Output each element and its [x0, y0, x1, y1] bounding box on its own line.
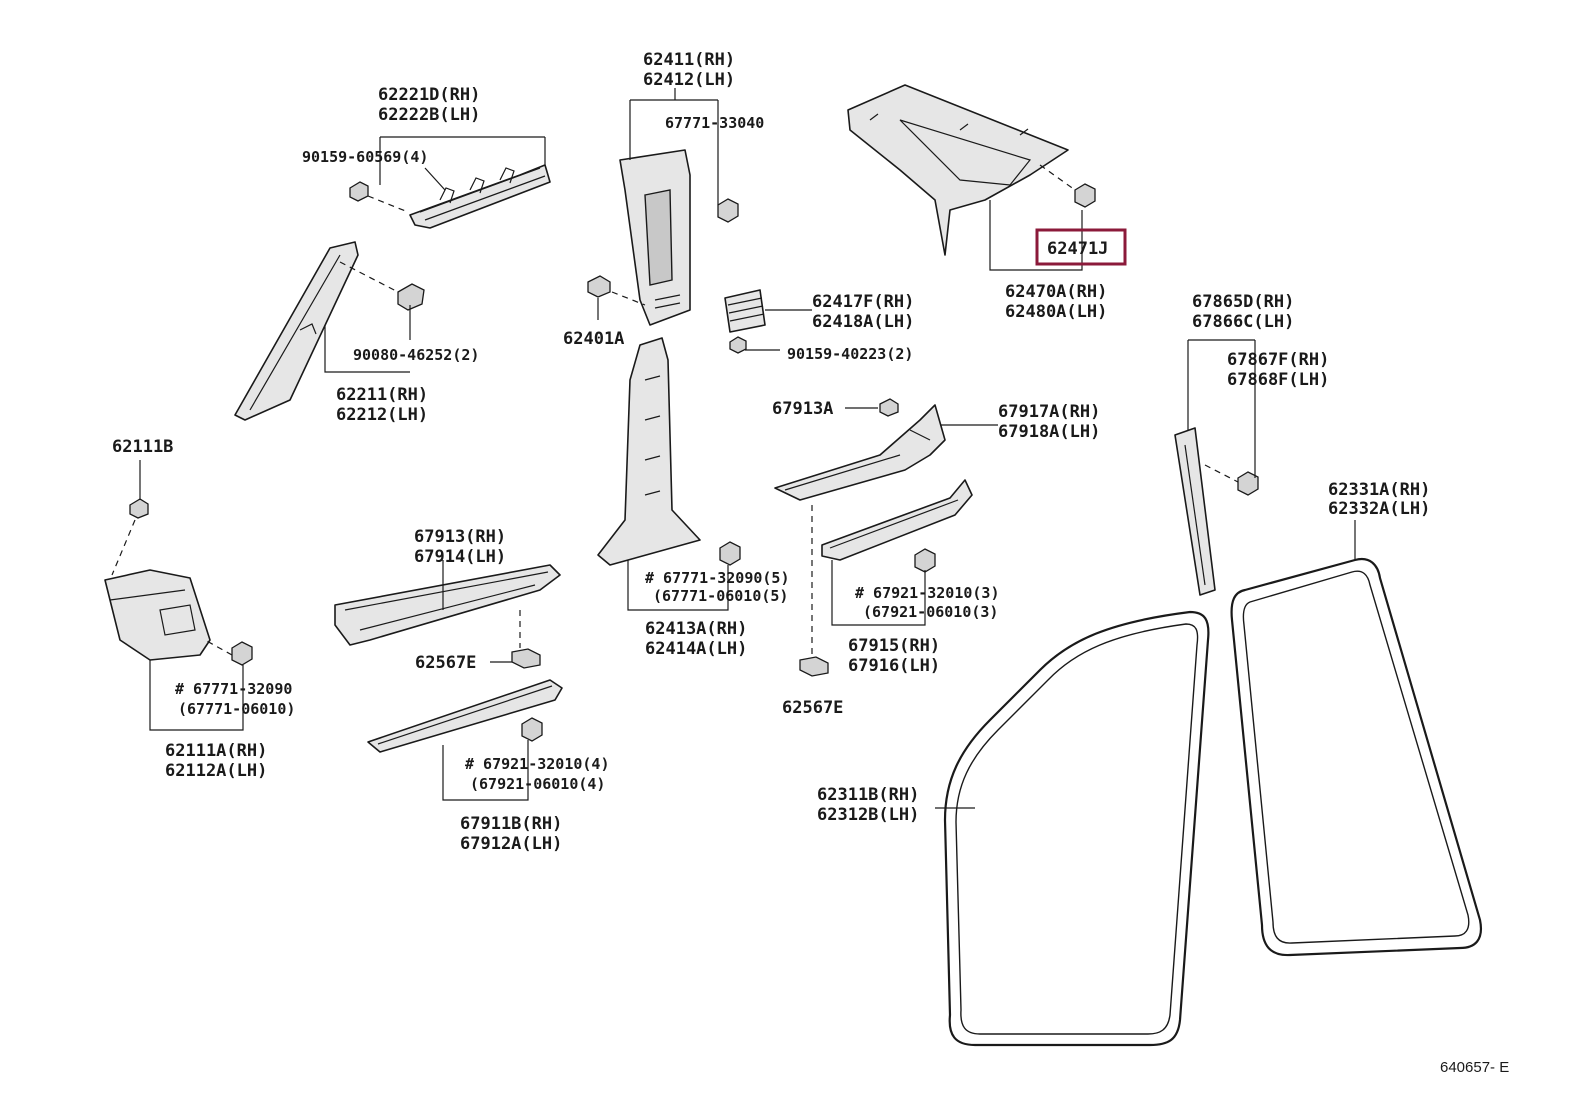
label-62212: 62212(LH) — [336, 405, 428, 425]
diagram-id: 640657- E — [1440, 1059, 1509, 1076]
label-62311B: 62311B(RH) — [817, 785, 919, 805]
label-62417F: 62417F(RH) — [812, 292, 914, 312]
label-67771-06010-a: (67771-06010) — [178, 700, 295, 718]
roof-side-garnish-part — [847, 84, 1096, 256]
label-67913: 67913(RH) — [414, 527, 506, 547]
center-pillar-upper-garnish-part — [587, 149, 739, 326]
label-67913A: 67913A — [772, 399, 833, 419]
label-90159-60569: 90159-60569(4) — [302, 148, 428, 166]
label-67921-06010-a: (67921-06010(3) — [863, 603, 998, 621]
label-62471J: 62471J — [1047, 239, 1108, 259]
label-67917A: 67917A(RH) — [998, 402, 1100, 422]
label-62332A: 62332A(LH) — [1328, 499, 1430, 519]
label-62480A: 62480A(LH) — [1005, 302, 1107, 322]
front-pillar-garnish-part — [234, 241, 425, 421]
center-pillar-lower-garnish-part — [597, 337, 741, 566]
front-scuff-plate-part — [334, 564, 561, 669]
label-62418A: 62418A(LH) — [812, 312, 914, 332]
quarter-pillar-garnish-part — [1174, 427, 1259, 596]
rear-scuff-plate-part — [774, 398, 946, 501]
pillar-retainer-part — [724, 289, 766, 354]
highlight-box — [1035, 228, 1127, 266]
label-62414A: 62414A(LH) — [645, 639, 747, 659]
label-62112A: 62112A(LH) — [165, 761, 267, 781]
label-67771-33040: 67771-33040 — [665, 114, 764, 132]
part-labels: 62221D(RH) 62222B(LH) 90159-60569(4) 900… — [112, 50, 1430, 854]
label-62331A: 62331A(RH) — [1328, 480, 1430, 500]
label-67921-06010-b: (67921-06010(4) — [470, 775, 605, 793]
label-67918A: 67918A(LH) — [998, 422, 1100, 442]
label-62567E-b: 62567E — [782, 698, 843, 718]
label-67865D: 67865D(RH) — [1192, 292, 1294, 312]
label-67921-32010-b: # 67921-32010(4) — [465, 755, 610, 773]
label-67771-32090-a: # 67771-32090 — [175, 680, 292, 698]
label-62567E-a: 62567E — [415, 653, 476, 673]
front-door-scuff-plate-part — [367, 679, 563, 753]
label-62312B: 62312B(LH) — [817, 805, 919, 825]
label-62211: 62211(RH) — [336, 385, 428, 405]
label-67912A: 67912A(LH) — [460, 834, 562, 854]
label-90080-46252: 90080-46252(2) — [353, 346, 479, 364]
label-67916: 67916(LH) — [848, 656, 940, 676]
label-67911B: 67911B(RH) — [460, 814, 562, 834]
label-67867F: 67867F(RH) — [1227, 350, 1329, 370]
label-62111A: 62111A(RH) — [165, 741, 267, 761]
label-62221D: 62221D(RH) — [378, 85, 480, 105]
cowl-side-trim-part — [104, 498, 253, 666]
label-67771-06010-b: (67771-06010(5) — [653, 587, 788, 605]
label-62411: 62411(RH) — [643, 50, 735, 70]
label-62413A: 62413A(RH) — [645, 619, 747, 639]
label-67914: 67914(LH) — [414, 547, 506, 567]
label-67868F: 67868F(LH) — [1227, 370, 1329, 390]
label-62222B: 62222B(LH) — [378, 105, 480, 125]
rear-door-scuff-plate-part — [799, 479, 973, 677]
label-62412: 62412(LH) — [643, 70, 735, 90]
label-67866C: 67866C(LH) — [1192, 312, 1294, 332]
front-door-weatherstrip-part — [943, 610, 1210, 1047]
garnish-bracket-part — [349, 164, 551, 229]
label-62111B: 62111B — [112, 437, 173, 457]
label-67921-32010-a: # 67921-32010(3) — [855, 584, 1000, 602]
label-67915: 67915(RH) — [848, 636, 940, 656]
label-62401A: 62401A — [563, 329, 624, 349]
label-67771-32090-b: # 67771-32090(5) — [645, 569, 790, 587]
label-62470A: 62470A(RH) — [1005, 282, 1107, 302]
leader-lines — [139, 88, 1356, 809]
rear-door-weatherstrip-part — [1230, 557, 1483, 957]
label-90159-40223: 90159-40223(2) — [787, 345, 913, 363]
